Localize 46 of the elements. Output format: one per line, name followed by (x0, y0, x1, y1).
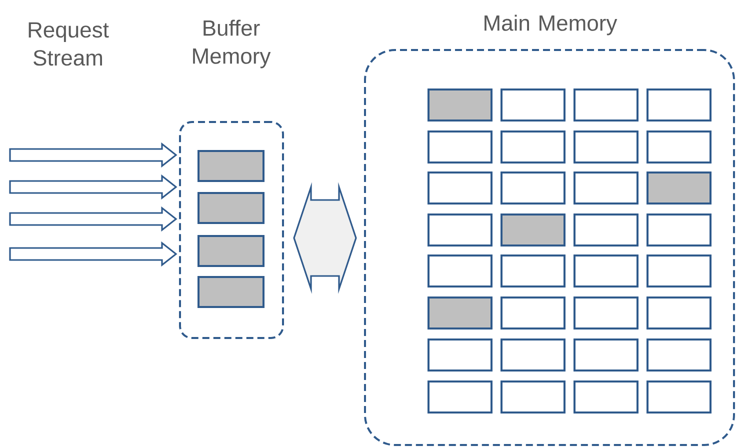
memory-cell (428, 254, 492, 288)
memory-cell (574, 380, 638, 414)
memory-panel: Main Memory (364, 14, 735, 446)
arrow (293, 182, 357, 294)
memory-cell (428, 380, 492, 414)
memory-panel: Buffer Memory (179, 20, 284, 339)
memory-cell (428, 172, 492, 204)
memory-cell (428, 338, 492, 372)
memory-cell (500, 338, 566, 372)
memory-cell (574, 214, 638, 246)
memory-cell (574, 338, 638, 372)
memory-cell (428, 296, 492, 330)
memory-cell (500, 88, 566, 122)
memory-cell (500, 130, 566, 164)
memory-cell (500, 380, 566, 414)
arrow (9, 174, 178, 200)
memory-cell (574, 88, 638, 122)
memory-cell (646, 380, 712, 414)
node-label: Main Memory (484, 14, 618, 36)
heading: Request Stream (28, 22, 109, 66)
memory-cell (428, 88, 492, 122)
memory-cell (500, 296, 566, 330)
memory-cell (574, 130, 638, 164)
memory-cell (646, 338, 712, 372)
memory-cell (646, 214, 712, 246)
memory-cell (198, 276, 264, 308)
memory-cell (500, 214, 566, 246)
memory-cell (500, 172, 566, 204)
memory-cell (646, 130, 712, 164)
memory-cell (198, 150, 264, 182)
memory-cell (500, 254, 566, 288)
arrow (9, 241, 178, 267)
memory-cell (574, 254, 638, 288)
memory-cell (646, 88, 712, 122)
arrow (9, 142, 178, 168)
memory-cell (646, 254, 712, 288)
node-label: Buffer Memory (193, 20, 271, 68)
arrow (9, 206, 178, 232)
memory-cell (198, 192, 264, 224)
memory-cell (646, 172, 712, 204)
memory-cell (428, 214, 492, 246)
memory-cell (574, 296, 638, 330)
memory-cell (574, 172, 638, 204)
memory-cell (198, 235, 264, 267)
memory-cell (428, 130, 492, 164)
memory-cell (646, 296, 712, 330)
